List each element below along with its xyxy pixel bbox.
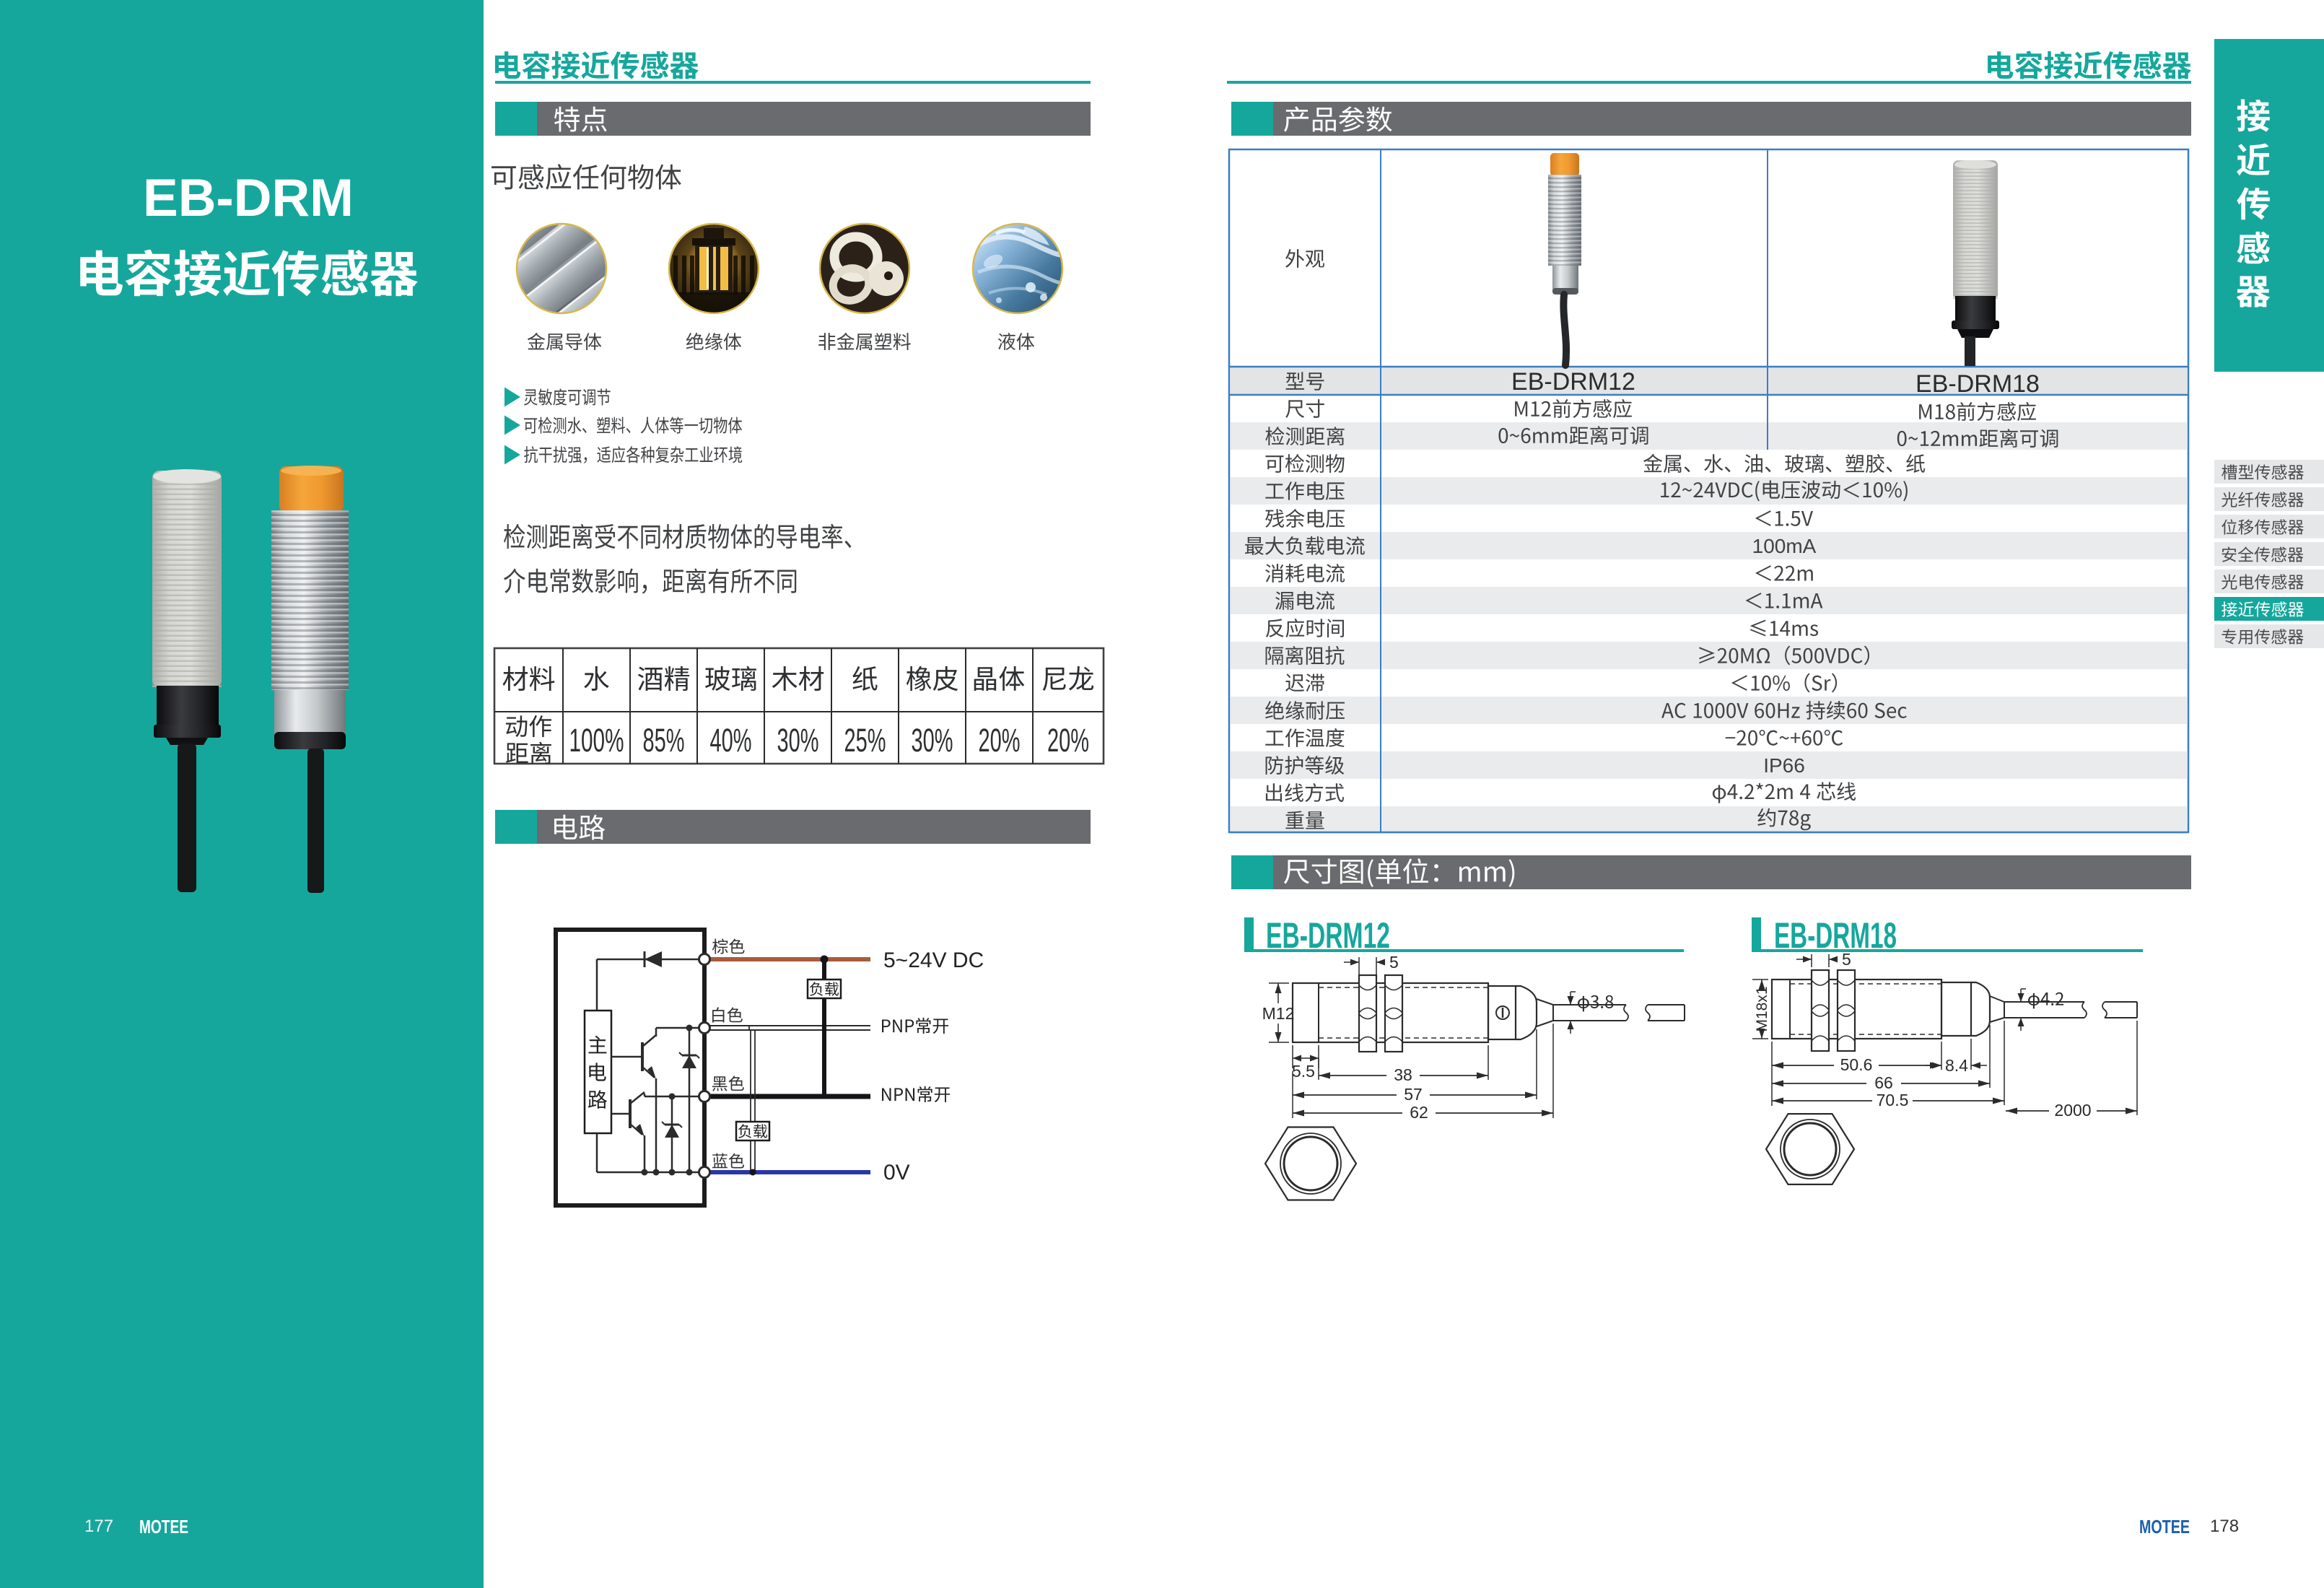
- svg-text:38: 38: [1394, 1065, 1412, 1084]
- svg-text:62: 62: [1410, 1103, 1428, 1122]
- svg-text:0V: 0V: [883, 1161, 910, 1185]
- svg-text:20%: 20%: [1047, 722, 1089, 759]
- svg-text:177: 177: [84, 1517, 113, 1536]
- svg-text:MOTEE: MOTEE: [139, 1516, 188, 1537]
- svg-text:IP66: IP66: [1763, 754, 1805, 777]
- svg-text:EB-DRM12: EB-DRM12: [1511, 368, 1635, 396]
- svg-text:5: 5: [1389, 953, 1399, 972]
- svg-text:EB-DRM: EB-DRM: [143, 169, 354, 227]
- svg-text:5.5: 5.5: [1292, 1062, 1315, 1081]
- svg-text:2000: 2000: [2054, 1101, 2091, 1120]
- svg-text:8.4: 8.4: [1945, 1056, 1968, 1075]
- svg-text:66: 66: [1874, 1073, 1893, 1092]
- svg-text:100%: 100%: [569, 722, 624, 759]
- svg-text:57: 57: [1404, 1085, 1423, 1104]
- svg-text:178: 178: [2210, 1517, 2239, 1536]
- svg-text:5: 5: [1842, 950, 1851, 969]
- svg-text:25%: 25%: [844, 722, 886, 759]
- svg-text:M18x1: M18x1: [1754, 986, 1770, 1031]
- svg-text:EB-DRM12: EB-DRM12: [1266, 915, 1390, 956]
- svg-text:30%: 30%: [912, 722, 953, 759]
- svg-text:EB-DRM18: EB-DRM18: [1915, 370, 2040, 398]
- svg-text:M12: M12: [1262, 1004, 1295, 1023]
- svg-text:EB-DRM18: EB-DRM18: [1774, 915, 1897, 956]
- svg-text:30%: 30%: [777, 722, 819, 759]
- svg-text:70.5: 70.5: [1877, 1091, 1909, 1109]
- svg-text:5~24V DC: 5~24V DC: [883, 948, 984, 972]
- svg-text:40%: 40%: [710, 722, 752, 759]
- svg-text:20%: 20%: [979, 722, 1021, 759]
- svg-text:100mA: 100mA: [1752, 535, 1817, 557]
- svg-text:85%: 85%: [643, 722, 685, 759]
- svg-text:MOTEE: MOTEE: [2139, 1516, 2190, 1537]
- svg-text:50.6: 50.6: [1840, 1055, 1873, 1074]
